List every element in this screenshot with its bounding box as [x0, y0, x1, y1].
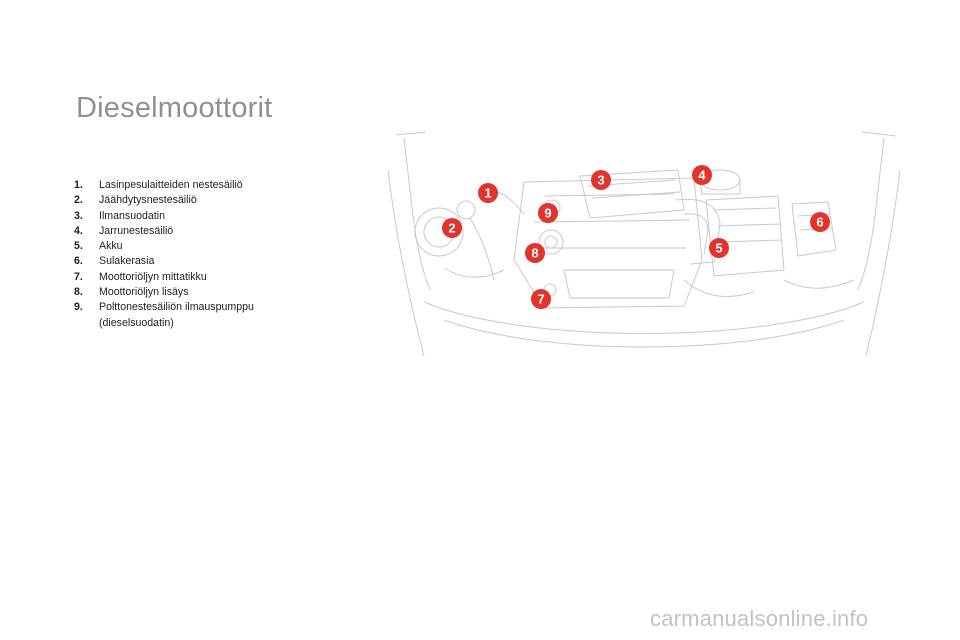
marker-6-label: 6	[816, 215, 823, 230]
marker-5: 5	[709, 238, 729, 258]
legend-text: Lasinpesulaitteiden nestesäiliö	[99, 179, 243, 191]
legend-text: Jäähdytysnestesäiliö	[99, 194, 197, 207]
marker-8: 8	[525, 243, 545, 263]
watermark: carmanualsonline.info	[650, 606, 869, 631]
marker-5-circle	[709, 238, 729, 258]
marker-7-label: 7	[537, 292, 544, 307]
legend-number: 4.	[74, 224, 83, 237]
legend-text: Moottoriöljyn mittatikku	[99, 270, 207, 283]
marker-7-circle	[531, 289, 551, 309]
marker-8-circle	[525, 243, 545, 263]
marker-9-circle	[538, 203, 558, 223]
legend-item: 4. Jarrunestesäiliö	[74, 224, 304, 239]
legend-item: 3. Ilmansuodatin	[74, 209, 304, 224]
legend-number: 7.	[74, 270, 83, 283]
marker-1-circle	[478, 183, 498, 203]
marker-3-circle	[591, 170, 611, 190]
legend-number: 3.	[74, 209, 83, 222]
page-title: Dieselmoottorit	[76, 92, 273, 124]
marker-4: 4	[692, 165, 712, 185]
marker-1: 1	[478, 183, 498, 203]
marker-8-label: 8	[531, 246, 538, 261]
marker-7: 7	[531, 289, 551, 309]
component-legend: 1. Lasinpesulaitteiden nestesäiliö 2. Jääh…	[74, 178, 304, 331]
legend-text: Jarrunestesäiliö	[99, 224, 174, 237]
legend-item: 6. Sulakerasia	[74, 254, 304, 269]
legend-number: 5.	[74, 240, 83, 253]
marker-3: 3	[591, 170, 611, 190]
engine-bay-diagram: 1 2 3 4 5 6 7 8 9	[387, 131, 901, 357]
legend-number: 2.	[74, 194, 83, 207]
engine-bay-outline	[387, 131, 901, 357]
marker-4-circle	[692, 165, 712, 185]
legend-text: Ilmansuodatin	[99, 209, 165, 222]
legend-text: Akku	[99, 240, 123, 253]
legend-item: 7. Moottoriöljyn mittatikku	[74, 270, 304, 285]
legend-item: 2. Jäähdytysnestesäiliö	[74, 193, 304, 208]
marker-9: 9	[538, 203, 558, 223]
legend-item: 5. Akku	[74, 239, 304, 254]
marker-5-label: 5	[715, 241, 722, 256]
marker-3-label: 3	[597, 173, 604, 188]
legend-number: 9.	[74, 301, 83, 314]
marker-2: 2	[442, 218, 462, 238]
legend-number: 1.	[74, 179, 83, 191]
marker-9-label: 9	[544, 206, 551, 221]
marker-6: 6	[810, 212, 830, 232]
marker-2-circle	[442, 218, 462, 238]
legend-item: 8. Moottoriöljyn lisäys	[74, 285, 304, 300]
legend-text: Polttonestesäiliön ilmauspumppu (diesels…	[99, 301, 254, 329]
marker-6-circle	[810, 212, 830, 232]
legend-text: Moottoriöljyn lisäys	[99, 286, 189, 299]
legend-number: 8.	[74, 286, 83, 299]
legend-item: 9. Polttonestesäiliön ilmauspumppu (diese…	[74, 300, 304, 331]
legend-item: 1. Lasinpesulaitteiden nestesäiliö	[74, 178, 304, 193]
marker-1-label: 1	[484, 186, 491, 201]
legend-text: Sulakerasia	[99, 255, 155, 268]
legend-number: 6.	[74, 255, 83, 268]
marker-2-label: 2	[448, 221, 455, 236]
marker-4-label: 4	[698, 168, 706, 183]
